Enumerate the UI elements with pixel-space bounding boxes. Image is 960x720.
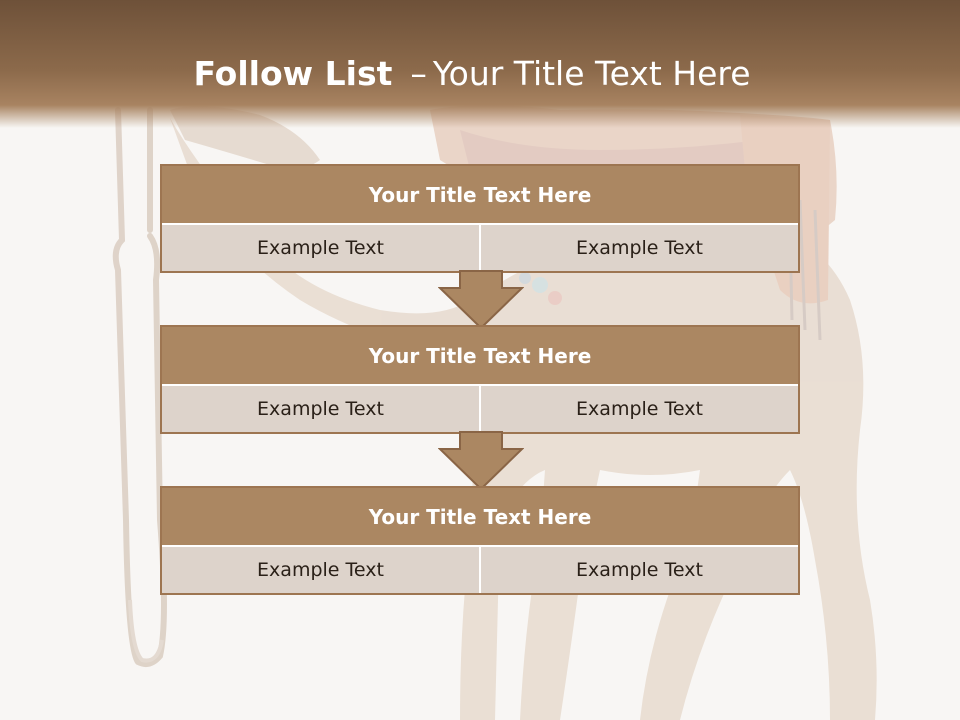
- slide-title-separator: –: [410, 54, 427, 93]
- block-title[interactable]: Your Title Text Here: [162, 327, 798, 386]
- block-title[interactable]: Your Title Text Here: [162, 166, 798, 225]
- block-row: Example Text Example Text: [162, 225, 798, 271]
- slide-title-bold: Follow List: [193, 54, 393, 93]
- slide-title: Follow List–Your Title Text Here: [0, 52, 944, 96]
- block-cell[interactable]: Example Text: [162, 386, 479, 432]
- block-cell[interactable]: Example Text: [479, 547, 798, 593]
- block-title[interactable]: Your Title Text Here: [162, 488, 798, 547]
- header-band: Follow List–Your Title Text Here: [0, 0, 960, 128]
- list-block: Your Title Text Here Example Text Exampl…: [160, 164, 800, 273]
- block-row: Example Text Example Text: [162, 386, 798, 432]
- block-row: Example Text Example Text: [162, 547, 798, 593]
- block-cell[interactable]: Example Text: [479, 386, 798, 432]
- block-cell[interactable]: Example Text: [162, 547, 479, 593]
- block-cell[interactable]: Example Text: [162, 225, 479, 271]
- block-cell[interactable]: Example Text: [479, 225, 798, 271]
- down-arrow-icon: [438, 431, 524, 491]
- list-block: Your Title Text Here Example Text Exampl…: [160, 325, 800, 434]
- slide-title-rest: Your Title Text Here: [432, 54, 751, 93]
- down-arrow-icon: [438, 270, 524, 330]
- list-block: Your Title Text Here Example Text Exampl…: [160, 486, 800, 595]
